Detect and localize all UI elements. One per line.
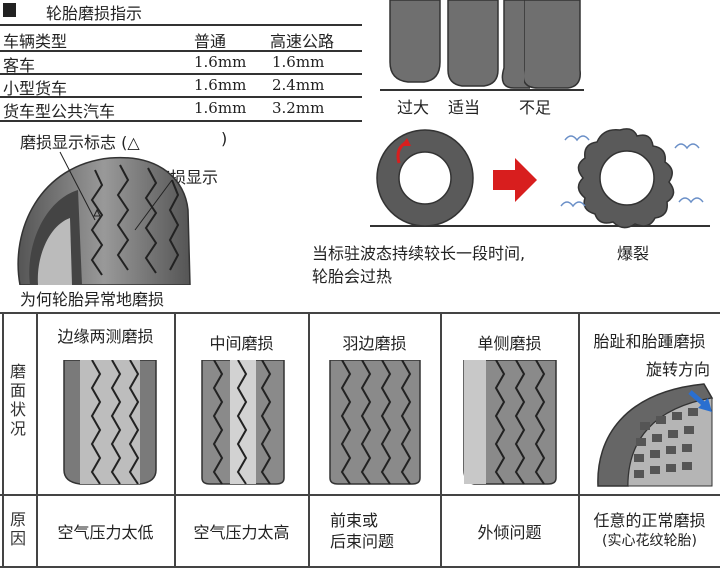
row-highway: 1.6mm [272, 53, 325, 71]
header-vehicle: 车辆类型 [3, 32, 68, 51]
pattern-cause-line: (实心花纹轮胎) [602, 533, 697, 549]
indicator-tire-illustration [17, 151, 191, 285]
table-divider [0, 73, 362, 75]
pattern-name: 单侧磨损 [477, 334, 542, 353]
grid-line [308, 312, 310, 568]
grid-line [174, 312, 176, 568]
tread-one-side-wear [463, 360, 557, 485]
standing-wave-caption-1: 当标驻波态持续较长一段时间, [312, 244, 526, 263]
header-highway: 高速公路 [270, 32, 335, 51]
row-vehicle: 货车型公共汽车 [3, 102, 116, 121]
pattern-name: 边缘两测磨损 [57, 327, 154, 346]
row-normal: 1.6mm [194, 53, 247, 71]
grid-line [2, 312, 4, 568]
grid-line [36, 312, 38, 568]
grid-line [578, 312, 580, 568]
pattern-cause: 前束或 后束问题 [330, 510, 430, 552]
grid-line [0, 494, 720, 496]
rotation-direction-label: 旋转方向 [646, 360, 711, 379]
pressure-label-over: 过大 [397, 98, 430, 117]
tread-heel-toe-wear [597, 383, 714, 487]
pattern-cause-line: 后束问题 [330, 532, 395, 551]
row-vehicle: 客车 [3, 56, 36, 75]
table-divider [0, 50, 362, 52]
row-highway: 3.2mm [272, 99, 325, 117]
row-vehicle: 小型货车 [3, 79, 68, 98]
pressure-label-under: 不足 [519, 98, 552, 117]
row-normal: 1.6mm [194, 99, 247, 117]
wear-mark-close: ) [221, 129, 228, 148]
pattern-cause-line: 任意的正常磨损 [593, 511, 706, 530]
wear-mark-label: 磨损显示标志 (△ [20, 133, 140, 152]
standing-wave-illustration [370, 128, 710, 229]
standing-wave-caption-2: 轮胎会过热 [312, 267, 393, 286]
pressure-tire-underinflated [524, 0, 584, 91]
pattern-name: 中间磨损 [209, 334, 274, 353]
pattern-cause: 外倾问题 [477, 523, 542, 542]
pattern-cause: 空气压力太高 [193, 523, 290, 542]
transition-arrow-icon [493, 158, 537, 202]
table-title: 轮胎磨损指示 [46, 4, 143, 23]
pressure-tires-illustration [380, 0, 530, 91]
table-divider [0, 120, 362, 122]
pattern-cause: 空气压力太低 [57, 523, 154, 542]
row-highway: 2.4mm [272, 76, 325, 94]
tread-edge-wear [63, 360, 157, 485]
table-divider [0, 24, 362, 26]
pattern-name: 羽边磨损 [342, 334, 407, 353]
tread-feather-wear [329, 360, 421, 485]
grid-line [0, 312, 720, 314]
indicator-caption: 为何轮胎异常地磨损 [20, 290, 165, 309]
pattern-cause-line: 前束或 [330, 511, 379, 530]
grid-line [0, 566, 720, 568]
table-title-row: 轮胎磨损指示 [0, 0, 362, 23]
pattern-cause: 任意的正常磨损 (实心花纹轮胎) [579, 510, 720, 552]
table-divider [0, 96, 362, 98]
tread-center-wear [201, 360, 285, 485]
grid-line [440, 312, 442, 568]
pattern-name: 胎趾和胎踵磨损 [593, 332, 706, 351]
title-square-icon [3, 3, 16, 17]
row-normal: 1.6mm [194, 76, 247, 94]
row-label-state: 磨面状况 [9, 362, 26, 438]
burst-label: 爆裂 [617, 244, 650, 263]
header-normal: 普通 [194, 32, 227, 51]
pressure-label-proper: 适当 [448, 98, 481, 117]
row-label-cause: 原因 [9, 510, 26, 548]
